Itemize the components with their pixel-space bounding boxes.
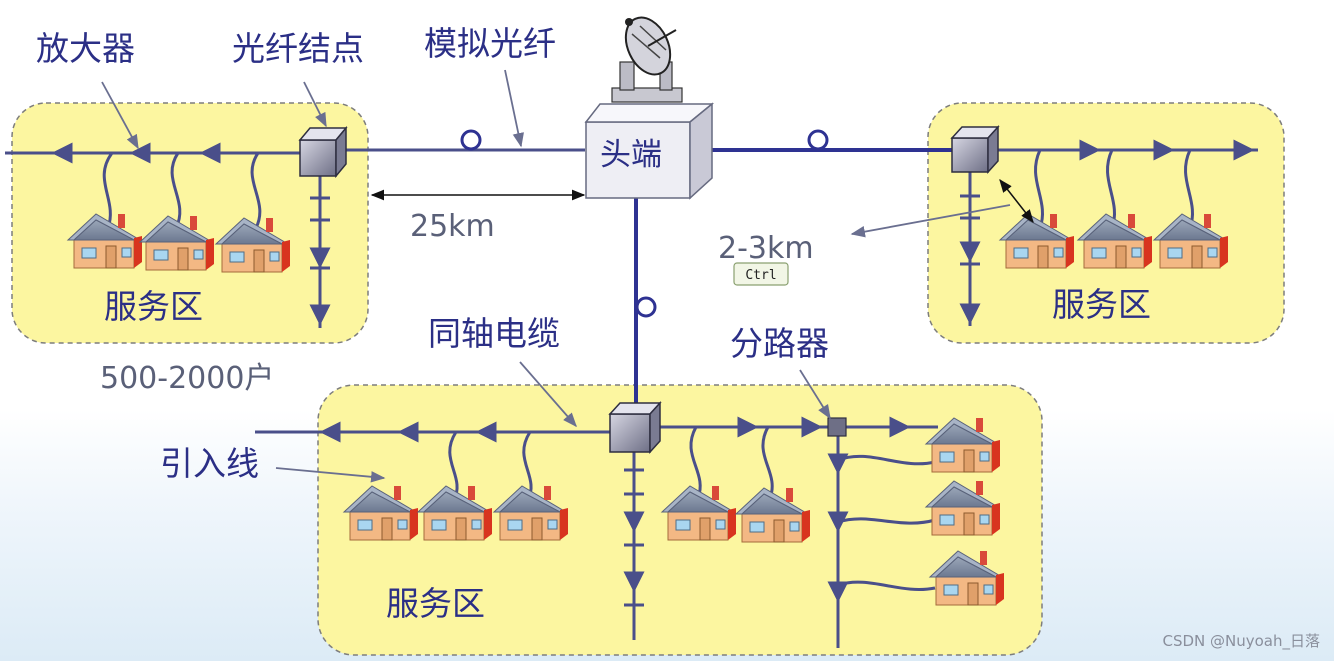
- fiber-marker-right: [807, 129, 829, 151]
- label-headend: 头端: [600, 137, 662, 173]
- label-coax: 同轴电缆: [428, 314, 560, 353]
- label-analog-fiber: 模拟光纤: [424, 24, 556, 63]
- pointer-analog-fiber: [504, 69, 524, 148]
- label-service-area-left: 服务区: [104, 287, 203, 326]
- pointer-coax: [519, 361, 577, 428]
- watermark: CSDN @Nuyoah_日落: [1162, 632, 1320, 650]
- label-distance-coax: 2-3km: [718, 231, 814, 266]
- pointer-drop-line: [275, 467, 386, 483]
- label-drop-line: 引入线: [160, 444, 259, 483]
- coax-bottom: [255, 416, 938, 648]
- ctrl-key-badge: Ctrl: [733, 262, 789, 286]
- label-amplifier: 放大器: [36, 29, 135, 68]
- pointer-amplifier: [101, 81, 139, 150]
- label-splitter: 分路器: [730, 324, 829, 363]
- label-fiber-node: 光纤结点: [232, 29, 364, 68]
- satellite-dish-icon: [611, 16, 683, 103]
- ctrl-key-label: Ctrl: [745, 268, 776, 283]
- label-households: 500-2000户: [100, 361, 274, 396]
- pointer-distance-coax: [850, 204, 1011, 238]
- fiber-node-bottom: [608, 401, 662, 454]
- fiber-marker-left: [460, 129, 482, 151]
- pointer-splitter: [799, 369, 831, 420]
- fiber-node-right: [950, 125, 1000, 174]
- label-service-area-bottom: 服务区: [386, 584, 485, 623]
- coax-left: [5, 142, 331, 328]
- distance-arrow-coax: [999, 178, 1034, 224]
- label-service-area-right: 服务区: [1052, 285, 1151, 324]
- label-distance-fiber: 25km: [410, 209, 495, 244]
- pointer-fiber-node: [303, 81, 327, 128]
- headend-box: [584, 102, 715, 200]
- splitter-box: [827, 417, 847, 437]
- fiber-node-left: [298, 125, 348, 179]
- fiber-marker-bottom: [635, 296, 657, 318]
